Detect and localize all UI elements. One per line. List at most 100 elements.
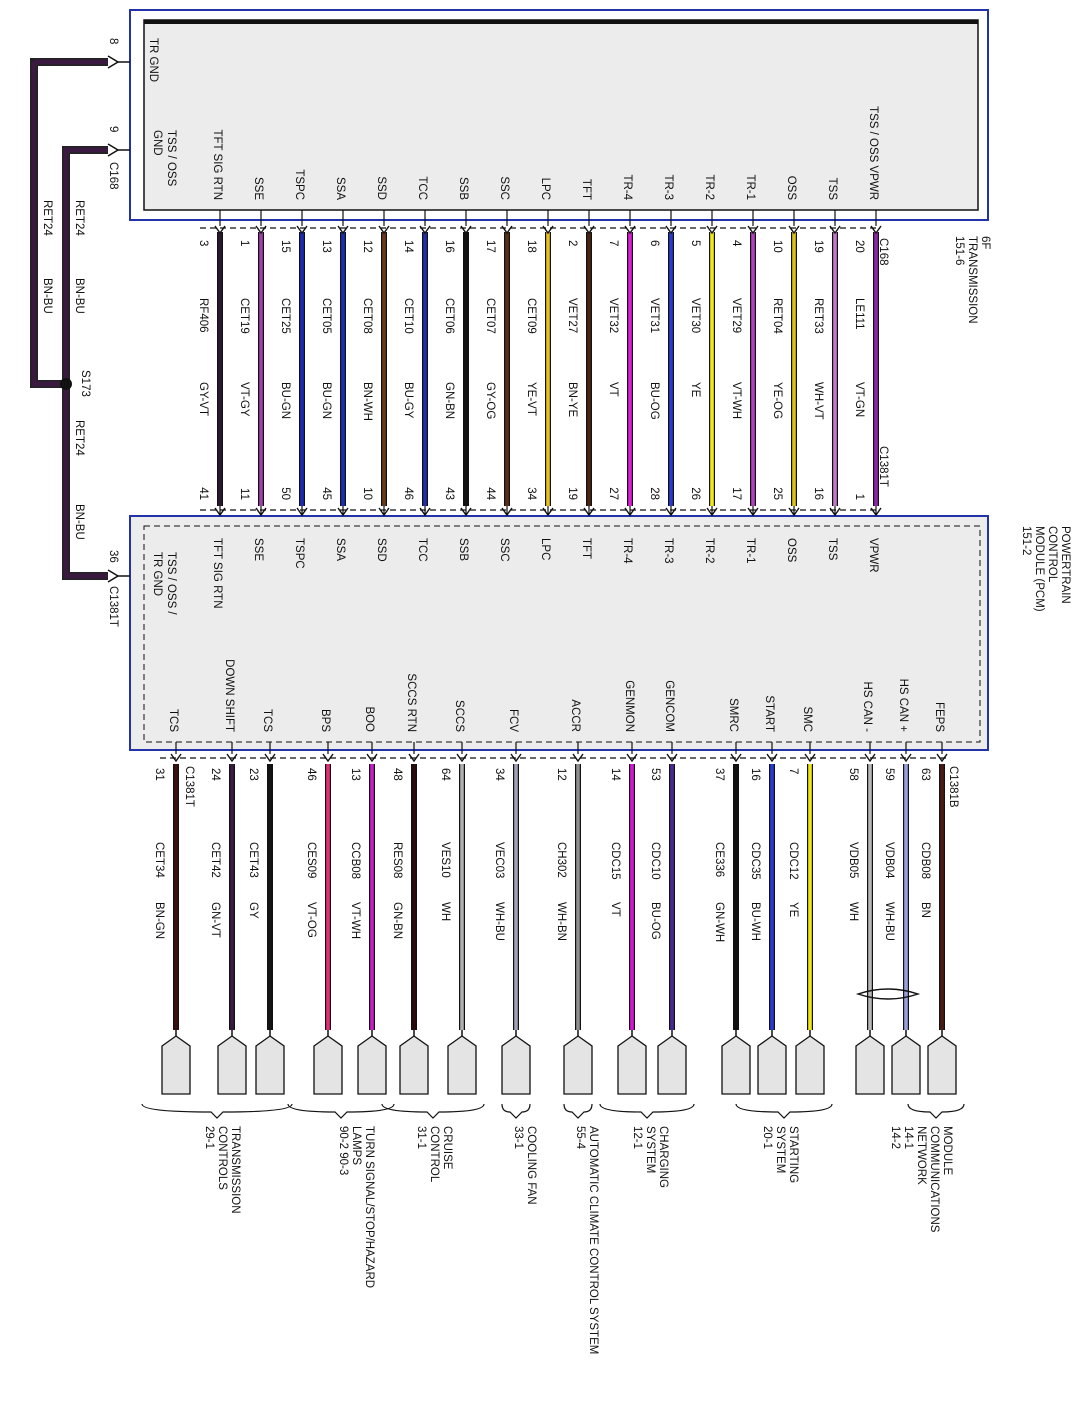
pcm-bottom-pin-number: 63 bbox=[919, 768, 931, 781]
tcm-pin-label: SSA bbox=[334, 177, 346, 200]
pcm-bottom-label: GENCOM bbox=[663, 680, 675, 732]
connector-pin-arrow-icon bbox=[624, 225, 636, 235]
connector-pin-arrow-icon bbox=[900, 753, 912, 763]
connector-pin-arrow-icon bbox=[730, 753, 742, 763]
destination-connector-icon bbox=[927, 1030, 957, 1095]
pcm-bottom-pin-number: 64 bbox=[439, 768, 451, 781]
wire-circuit-id: CET25 bbox=[279, 298, 291, 334]
wire-circuit-id: VES10 bbox=[439, 842, 451, 878]
connector-pin-arrow-icon bbox=[829, 507, 841, 517]
connector-pin-arrow-icon bbox=[214, 507, 226, 517]
pcm-left-pin-label: TSS / OSS / bbox=[165, 552, 177, 615]
wire-color-code: YE bbox=[787, 902, 799, 918]
connector-pin-arrow-icon bbox=[804, 753, 816, 763]
system-brace bbox=[735, 1103, 833, 1119]
connector-pin-arrow-icon bbox=[501, 225, 513, 235]
wire-color-code: BU-OG bbox=[648, 382, 660, 420]
connector-pin-arrow-icon bbox=[870, 507, 882, 517]
connector-c1381t-label: C1381T bbox=[107, 586, 119, 627]
pcm-bottom-pin-number: 23 bbox=[247, 768, 259, 781]
pcm-title: CONTROL bbox=[1046, 526, 1058, 583]
wire-circuit-id: CE336 bbox=[713, 842, 725, 877]
tcm-pin-number: 5 bbox=[689, 240, 701, 246]
system-label: 90-2 90-3 bbox=[337, 1126, 349, 1175]
system-label: CONTROL bbox=[428, 1126, 440, 1183]
pcm-bottom-label: SCCS bbox=[453, 700, 465, 732]
splice-wire-circuit: RET24 bbox=[73, 200, 85, 236]
tcm-pin-number: 2 bbox=[566, 240, 578, 246]
connector-pin-arrow-icon bbox=[378, 225, 390, 235]
pcm-pin-number: 19 bbox=[566, 487, 578, 500]
destination-connector-icon bbox=[447, 1030, 477, 1095]
connector-pin-arrow-icon bbox=[460, 507, 472, 517]
system-label: TURN SIGNAL/STOP/HAZARD bbox=[363, 1126, 375, 1288]
wire-color-code: VT bbox=[609, 902, 621, 917]
wire-color-code: BU-GN bbox=[279, 382, 291, 419]
pcm-bottom-label: TCS bbox=[261, 709, 273, 732]
destination-connector-icon bbox=[855, 1030, 885, 1095]
wire-circuit-id: CDC12 bbox=[787, 842, 799, 880]
system-label: CONTROLS bbox=[216, 1126, 228, 1190]
connector-pin-arrow-icon bbox=[214, 225, 226, 235]
pcm-title: POWERTRAIN bbox=[1059, 526, 1071, 604]
connector-pin-arrow-icon bbox=[870, 225, 882, 235]
connector-pin-arrow-icon bbox=[706, 225, 718, 235]
tcm-pin-label: TFT SIG RTN bbox=[211, 130, 223, 201]
pcm-bottom-label: SMRC bbox=[727, 698, 739, 732]
wire-color-code: VT-WH bbox=[730, 382, 742, 419]
wire-color-code: GN-WH bbox=[713, 902, 725, 942]
wire-color-code: BU-GY bbox=[402, 382, 414, 419]
system-label: 31-1 bbox=[415, 1126, 427, 1149]
pcm-top-label: TR-3 bbox=[662, 538, 674, 564]
system-brace bbox=[287, 1103, 395, 1119]
wire-circuit-id: CES09 bbox=[305, 842, 317, 878]
wire-circuit-id: CCB08 bbox=[349, 842, 361, 879]
connector-pin-arrow-icon bbox=[747, 225, 759, 235]
tcm-pin-number: 17 bbox=[484, 240, 496, 253]
connector-pin-arrow-icon bbox=[337, 225, 349, 235]
wire-circuit-id: LE111 bbox=[853, 298, 865, 330]
destination-connector-icon bbox=[255, 1030, 285, 1095]
splice-wire-color: BN-BU bbox=[73, 504, 85, 540]
connector-pin-arrow-icon bbox=[378, 507, 390, 517]
wire-circuit-id: CET06 bbox=[443, 298, 455, 334]
connector-pin-arrow-icon bbox=[296, 225, 308, 235]
connector-pin-arrow-icon bbox=[788, 225, 800, 235]
wire-circuit-id: VET32 bbox=[607, 298, 619, 333]
pcm-bottom-pin-number: 24 bbox=[209, 768, 221, 781]
system-label: COMMUNICATIONS bbox=[928, 1126, 940, 1233]
system-label: LAMPS bbox=[350, 1126, 362, 1165]
wire-circuit-id: CDC10 bbox=[649, 842, 661, 880]
connector-c168-label: C168 bbox=[877, 238, 889, 266]
system-brace bbox=[141, 1103, 293, 1119]
system-brace bbox=[563, 1103, 593, 1119]
tcm-left-pin-number: 8 bbox=[107, 38, 119, 44]
pcm-bottom-label: DOWN SHIFT bbox=[223, 659, 235, 732]
pcm-top-label: TCC bbox=[416, 538, 428, 562]
wire-color-code: BN-WH bbox=[361, 382, 373, 421]
pcm-bottom-pin-number: 59 bbox=[883, 768, 895, 781]
wire-circuit-id: CET19 bbox=[238, 298, 250, 334]
wire-color-code: BU-WH bbox=[749, 902, 761, 941]
pcm-top-label: SSA bbox=[334, 538, 346, 561]
pcm-top-label: TR-1 bbox=[744, 538, 756, 564]
pcm-bottom-pin-number: 14 bbox=[609, 768, 621, 781]
pcm-bottom-label: SMC bbox=[801, 706, 813, 732]
tcm-pin-label: OSS bbox=[785, 176, 797, 201]
pcm-bottom-pin-number: 34 bbox=[493, 768, 505, 781]
connector-pin-arrow-icon bbox=[296, 507, 308, 517]
connector-pin-arrow-icon bbox=[665, 225, 677, 235]
system-label: 33-1 bbox=[512, 1126, 524, 1149]
tcm-pin-label: TR-1 bbox=[744, 174, 756, 200]
wire-color-code: GN-BN bbox=[391, 902, 403, 939]
wire-circuit-id: CET08 bbox=[361, 298, 373, 334]
connector-pin-arrow-icon bbox=[864, 753, 876, 763]
wire-circuit-id: RET33 bbox=[812, 298, 824, 334]
pcm-top-label: TFT bbox=[580, 538, 592, 559]
wire-color-code: GN-BN bbox=[443, 382, 455, 419]
text-layer: TSS / OSS VPWR201LE111VT-GNVPWRTSS1916RE… bbox=[41, 38, 1071, 1354]
wire-circuit-id: CET43 bbox=[247, 842, 259, 878]
wire-circuit-id: CDC35 bbox=[749, 842, 761, 880]
pcm-top-label: VPWR bbox=[867, 538, 879, 573]
tcm-pin-label: SSD bbox=[375, 176, 387, 200]
